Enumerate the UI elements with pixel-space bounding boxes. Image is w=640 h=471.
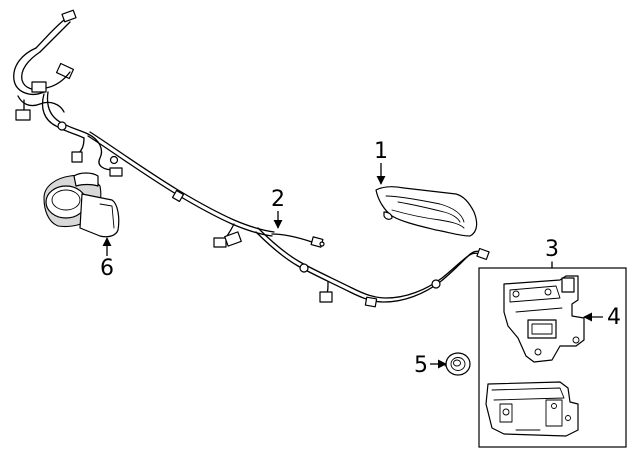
part-4-mounting-bracket xyxy=(503,275,585,363)
callout-2: 2 xyxy=(271,187,285,229)
part-3-lower-bracket xyxy=(485,381,579,437)
callout-label-3: 3 xyxy=(545,237,559,262)
callout-5: 5 xyxy=(414,353,447,378)
callout-label-4: 4 xyxy=(607,305,621,330)
callout-label-2: 2 xyxy=(271,187,285,212)
callout-label-5: 5 xyxy=(414,353,428,378)
part-6-park-sensor xyxy=(43,172,120,238)
callout-label-6: 6 xyxy=(100,256,114,281)
wiring-harness xyxy=(13,9,490,308)
callout-label-1: 1 xyxy=(374,139,388,164)
callout-1: 1 xyxy=(374,139,388,185)
callout-3: 3 xyxy=(545,237,559,262)
parts-box xyxy=(478,261,627,448)
callout-6: 6 xyxy=(100,237,114,281)
part-1-bracket xyxy=(375,186,478,237)
part-5-grommet xyxy=(444,352,471,376)
callout-4: 4 xyxy=(583,305,621,330)
